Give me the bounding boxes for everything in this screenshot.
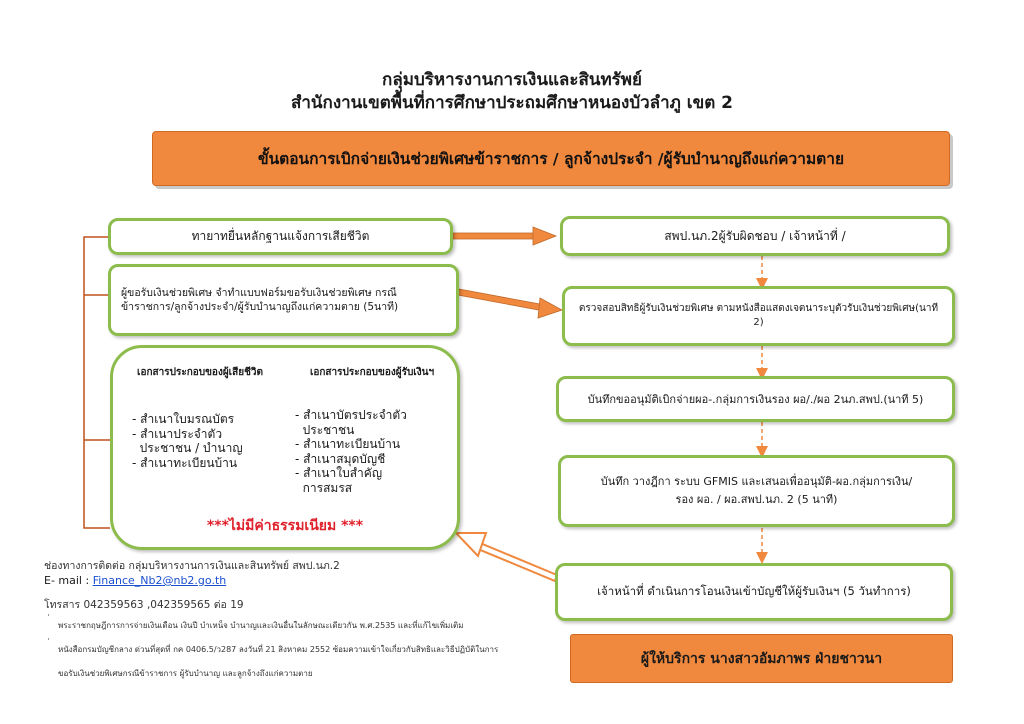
docs-col1-item: - สำเนาทะเบียนบ้าน bbox=[132, 455, 238, 470]
docs-col2-item: - สำเนาทะเบียนบ้าน bbox=[295, 437, 401, 451]
law-bullet-icon: ˙ bbox=[46, 638, 51, 649]
docs-col1-item: - สำเนาประจำตัว bbox=[132, 426, 223, 441]
email-link[interactable]: Finance_Nb2@nb2.go.th bbox=[92, 574, 227, 587]
docs-col2-item: การสมรส bbox=[295, 480, 353, 495]
docs-col1-header: เอกสารประกอบของผู้เสียชีวิต bbox=[137, 367, 263, 378]
service-provider-text: ผู้ให้บริการ นางสาวอัมภาพร ฝ่ายชาวนา bbox=[640, 650, 883, 667]
docs-col1-item: - สำเนาใบมรณบัตร bbox=[132, 412, 235, 426]
law-reference-2: หนังสือกรมบัญชีกลาง ด่วนที่สุดที่ กค 040… bbox=[58, 645, 499, 654]
contact-phone: โทรสาร 042359563 ,042359565 ต่อ 19 bbox=[44, 599, 244, 611]
header-line1: กลุ่มบริหารงานการเงินและสินทรัพย์ bbox=[382, 70, 642, 90]
left-step2-box: ผู้ขอรับเงินช่วยพิเศษ จำทำแบบฟอร์มขอรับเ… bbox=[108, 264, 459, 336]
docs-col2-list: - สำเนาบัตรประจำตัว ประชาชน - สำเนาทะเบี… bbox=[295, 408, 455, 495]
email-label: E- mail : bbox=[44, 574, 90, 587]
right-step3-text: บันทึกขออนุมัติเบิกจ่ายผอ-.กลุ่มการเงินร… bbox=[587, 393, 924, 406]
arrow-step1-right bbox=[452, 226, 558, 246]
left-step2-text: ผู้ขอรับเงินช่วยพิเศษ จำทำแบบฟอร์มขอรับเ… bbox=[121, 287, 399, 313]
right-step4-line2: รอง ผอ. / ผอ.สพป.นภ. 2 (5 นาที) bbox=[675, 493, 838, 506]
right-step1-text: สพป.นภ.2ผู้รับผิดชอบ / เจ้าหน้าที่ / bbox=[664, 228, 846, 243]
docs-col1-list: - สำเนาใบมรณบัตร - สำเนาประจำตัว ประชาชน… bbox=[132, 412, 282, 470]
docs-col2-item: - สำเนาบัตรประจำตัว bbox=[295, 408, 407, 422]
right-step5-box: เจ้าหน้าที่ ดำเนินการโอนเงินเข้าบัญชีให้… bbox=[555, 563, 953, 621]
contact-channel: ช่องทางการติดต่อ กลุ่มบริหารงานการเงินแล… bbox=[44, 560, 340, 572]
arrow-step2-right bbox=[457, 288, 563, 319]
law-bullet-icon: ˙ bbox=[46, 614, 51, 625]
header-line2: สำนักงานเขตพื้นที่การศึกษาประถมศึกษาหนอง… bbox=[291, 93, 733, 113]
right-step4-line1: บันทึก วางฎีกา ระบบ GFMIS และเสนอเพื่ออน… bbox=[600, 475, 913, 488]
documents-box bbox=[110, 345, 460, 550]
law-reference-1: พระราชกฤษฎีการการจ่ายเงินเดือน เงินปี บำ… bbox=[58, 621, 464, 630]
right-step2-box: ตรวจสอบสิทธิผู้รับเงินช่วยพิเศษ ตามหนังส… bbox=[562, 286, 955, 346]
service-provider-banner: ผู้ให้บริการ นางสาวอัมภาพร ฝ่ายชาวนา bbox=[570, 634, 953, 683]
right-step3-box: บันทึกขออนุมัติเบิกจ่ายผอ-.กลุ่มการเงินร… bbox=[556, 376, 955, 422]
banner-text: ขั้นตอนการเบิกจ่ายเงินช่วยพิเศษข้าราชการ… bbox=[257, 150, 845, 168]
title-banner: ขั้นตอนการเบิกจ่ายเงินช่วยพิเศษข้าราชการ… bbox=[152, 131, 950, 186]
left-bracket bbox=[83, 236, 110, 529]
left-step1-text: ทายาทยื่นหลักฐานแจ้งการเสียชีวิต bbox=[191, 229, 370, 243]
docs-col2-header: เอกสารประกอบของผู้รับเงินฯ bbox=[309, 367, 435, 378]
docs-col2-item: ประชาชน bbox=[295, 422, 355, 437]
contact-email-row: E- mail : Finance_Nb2@nb2.go.th bbox=[44, 574, 226, 587]
docs-col1-item: ประชาชน / บำนาญ bbox=[132, 441, 243, 455]
law-reference-3: ขอรับเงินช่วยพิเศษกรณีข้าราชการ ผู้รับบำ… bbox=[58, 669, 313, 678]
docs-col2-item: - สำเนาสมุดบัญชี bbox=[295, 451, 386, 466]
docs-col2-item: - สำเนาใบสำคัญ bbox=[295, 466, 383, 480]
right-step4-box: บันทึก วางฎีกา ระบบ GFMIS และเสนอเพื่ออน… bbox=[558, 455, 955, 527]
no-fee-note: ***ไม่มีค่าธรรมเนียม *** bbox=[206, 518, 364, 534]
left-step1-box: ทายาทยื่นหลักฐานแจ้งการเสียชีวิต bbox=[108, 218, 453, 255]
right-step1-box: สพป.นภ.2ผู้รับผิดชอบ / เจ้าหน้าที่ / bbox=[560, 216, 950, 256]
right-step5-text: เจ้าหน้าที่ ดำเนินการโอนเงินเข้าบัญชีให้… bbox=[597, 584, 911, 598]
right-step2-text: ตรวจสอบสิทธิผู้รับเงินช่วยพิเศษ ตามหนังส… bbox=[578, 303, 939, 328]
